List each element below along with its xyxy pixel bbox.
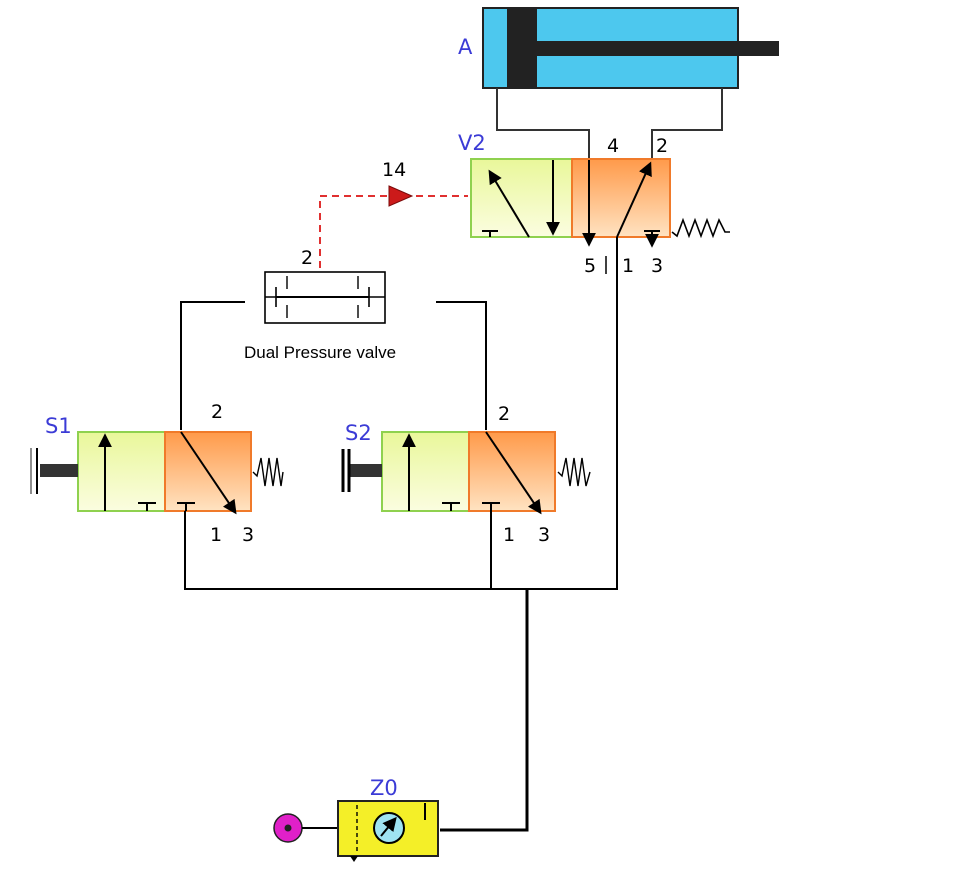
s1-port-1: 1 [210, 524, 222, 546]
supply-unit-z0[interactable]: Z0 [273, 776, 439, 862]
z0-label: Z0 [370, 776, 398, 800]
s2-push-button-icon[interactable] [341, 449, 382, 492]
s1-label: S1 [45, 414, 72, 438]
s2-spring-icon [557, 457, 591, 487]
s2-port-3: 3 [538, 524, 550, 546]
s1-push-button-icon[interactable] [30, 448, 78, 494]
cylinder-a[interactable]: A [458, 7, 779, 89]
v2-spring-icon [671, 217, 730, 239]
s2-port-1: 1 [503, 524, 515, 546]
dual-valve-inlet-lines [180, 301, 487, 430]
valve-v2[interactable]: V2 4 2 5 1 3 [458, 131, 730, 277]
s1-left-square [77, 431, 166, 512]
switch-s1[interactable]: S1 2 1 3 [30, 401, 284, 546]
s1-port-2: 2 [211, 401, 223, 423]
pilot-arrow-icon [388, 185, 414, 207]
s2-label: S2 [345, 421, 372, 445]
cylinder-label: A [458, 35, 473, 59]
s2-port-2: 2 [498, 403, 510, 425]
pressure-gauge-icon [373, 812, 405, 844]
pilot-signal-line: 14 [319, 159, 468, 268]
supply-lines [184, 237, 618, 832]
dual-pressure-valve[interactable]: 2 Dual Pressure valve [244, 247, 396, 362]
v2-label: V2 [458, 131, 486, 155]
cylinder-piston [507, 8, 537, 88]
cylinder-connection-lines [496, 88, 723, 160]
switch-s2[interactable]: S2 2 1 3 [341, 403, 591, 546]
v2-port-3: 3 [651, 255, 663, 277]
v2-port-2: 2 [656, 135, 668, 157]
v2-right-square [571, 158, 671, 238]
pilot-port-14: 14 [382, 159, 406, 181]
v2-port-4: 4 [607, 135, 619, 157]
s1-port-3: 3 [242, 524, 254, 546]
v2-port-1: 1 [622, 255, 634, 277]
dual-valve-port-2: 2 [301, 247, 313, 269]
dual-valve-name: Dual Pressure valve [244, 343, 396, 362]
v2-port-5: 5 [584, 255, 596, 277]
cylinder-rod [537, 41, 779, 56]
s2-left-square [381, 431, 470, 512]
s1-spring-icon [252, 457, 284, 487]
